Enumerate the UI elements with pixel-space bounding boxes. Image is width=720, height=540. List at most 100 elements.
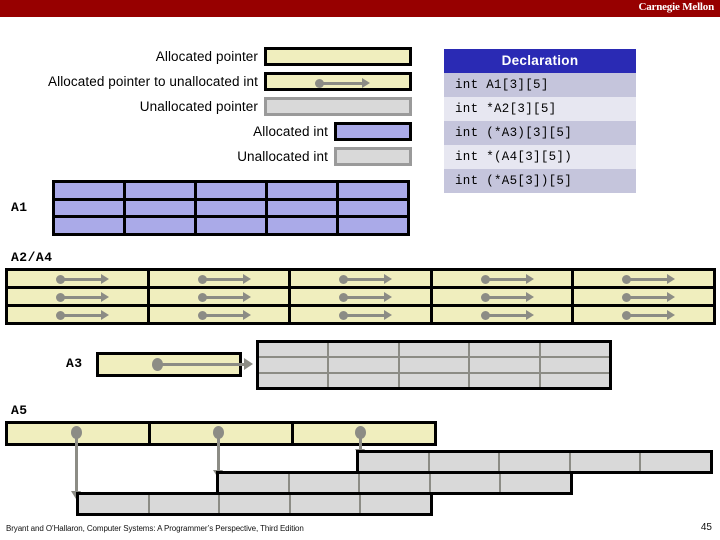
arrow-head-icon xyxy=(667,274,676,284)
a5-target-cell xyxy=(219,474,288,492)
a3-target-cell xyxy=(259,343,328,357)
arrow-head-icon xyxy=(525,274,534,284)
pointer-line-icon xyxy=(347,313,386,317)
arrow-head-icon xyxy=(242,292,251,302)
pointer-arrow-icon xyxy=(480,274,534,284)
a5-pointer-dot-icon xyxy=(213,426,224,439)
pointer-arrow-icon xyxy=(339,274,393,284)
a1-cell xyxy=(268,183,336,198)
pointer-arrow-icon xyxy=(622,292,676,302)
pointer-line-icon xyxy=(630,277,669,281)
a1-cell xyxy=(55,218,123,233)
a2-a4-pointer-cell xyxy=(149,307,289,322)
a1-cell xyxy=(339,218,407,233)
a5-target-cell xyxy=(149,495,219,513)
arrow-head-icon xyxy=(525,292,534,302)
a5-target-cell xyxy=(290,495,360,513)
top-banner xyxy=(0,0,720,17)
pointer-line-icon xyxy=(488,277,527,281)
a2-a4-pointer-cell xyxy=(574,289,713,304)
a3-target-cell xyxy=(470,358,539,372)
pointer-line-icon xyxy=(205,313,244,317)
pointer-line-icon xyxy=(205,277,244,281)
a5-connector-line-icon xyxy=(217,436,220,473)
pointer-arrow-icon xyxy=(622,274,676,284)
pointer-arrow-icon xyxy=(56,274,109,284)
pointer-arrow-icon xyxy=(56,292,109,302)
legend: Allocated pointer Allocated pointer to u… xyxy=(0,44,412,169)
a1-cell xyxy=(126,183,194,198)
pointer-arrow-icon xyxy=(197,274,251,284)
a5-target-cell xyxy=(641,453,710,471)
a2-a4-pointer-cell xyxy=(8,289,147,304)
arrow-head-icon xyxy=(667,292,676,302)
legend-item-unallocated-pointer: Unallocated pointer xyxy=(0,94,412,119)
diagram-a5-target-row xyxy=(216,471,573,495)
pointer-arrow-icon xyxy=(480,292,534,302)
a5-target-cell xyxy=(500,453,569,471)
a3-target-cell xyxy=(329,373,398,387)
arrow-head-icon xyxy=(101,292,109,302)
pointer-arrow-icon xyxy=(480,310,534,320)
a5-target-cell xyxy=(360,474,429,492)
a1-cell xyxy=(339,183,407,198)
pointer-dot-icon xyxy=(622,310,632,320)
pointer-arrow-icon xyxy=(56,310,109,320)
a5-target-cell xyxy=(289,474,359,492)
pointer-dot-icon xyxy=(315,78,324,88)
a2-a4-pointer-cell xyxy=(149,271,289,286)
pointer-line-icon xyxy=(205,295,244,299)
pointer-line-icon xyxy=(323,81,363,85)
diagram-label-a5: A5 xyxy=(11,403,28,418)
legend-swatch-unallocated-pointer xyxy=(264,97,412,116)
a1-cell xyxy=(55,200,123,216)
pointer-arrow-icon xyxy=(315,78,370,88)
a5-connector-line-icon xyxy=(75,436,78,494)
declaration-table: Declaration int A1[3][5] int *A2[3][5] i… xyxy=(444,49,636,193)
declaration-table-header: Declaration xyxy=(444,49,636,73)
arrow-head-icon xyxy=(242,274,251,284)
a3-target-cell xyxy=(470,343,539,357)
diagram-a1-grid xyxy=(52,180,410,236)
footer-page-number: 45 xyxy=(700,522,712,533)
pointer-line-icon xyxy=(488,295,527,299)
pointer-dot-icon xyxy=(480,310,490,320)
a2-a4-pointer-cell xyxy=(432,271,572,286)
arrow-head-icon xyxy=(242,310,251,320)
diagram-label-a1: A1 xyxy=(11,200,28,215)
a2-a4-pointer-cell xyxy=(291,271,430,286)
a3-pointer-dot-icon xyxy=(152,358,163,371)
a3-target-cell xyxy=(399,358,469,372)
a3-target-cell xyxy=(259,358,328,372)
pointer-dot-icon xyxy=(480,292,490,302)
a2-a4-pointer-cell xyxy=(432,307,572,322)
legend-item-allocated-pointer: Allocated pointer xyxy=(0,44,412,69)
pointer-arrow-icon xyxy=(197,310,251,320)
pointer-dot-icon xyxy=(339,310,349,320)
pointer-dot-icon xyxy=(622,292,632,302)
legend-item-allocated-int: Allocated int xyxy=(0,119,412,144)
a5-target-cell xyxy=(79,495,148,513)
a2-a4-pointer-cell xyxy=(8,307,147,322)
arrow-head-icon xyxy=(525,310,534,320)
a2-a4-pointer-cell xyxy=(149,289,289,304)
arrow-head-icon xyxy=(362,78,370,88)
legend-swatch-allocated-pointer-to-unallocated-int xyxy=(264,72,412,91)
pointer-dot-icon xyxy=(622,274,632,284)
pointer-line-icon xyxy=(347,295,386,299)
legend-label: Unallocated pointer xyxy=(139,99,258,114)
a2-a4-pointer-cell xyxy=(8,271,147,286)
pointer-dot-icon xyxy=(197,274,207,284)
pointer-dot-icon xyxy=(339,292,349,302)
pointer-dot-icon xyxy=(56,292,65,302)
pointer-line-icon xyxy=(347,277,386,281)
legend-label: Unallocated int xyxy=(237,149,328,164)
pointer-dot-icon xyxy=(56,274,65,284)
pointer-dot-icon xyxy=(339,274,349,284)
a3-target-cell xyxy=(540,343,609,357)
institution-title: Carnegie Mellon xyxy=(638,1,714,13)
a5-connector-line-icon xyxy=(359,436,362,452)
declaration-row-a5: int (*A5[3])[5] xyxy=(444,169,636,193)
arrow-head-icon xyxy=(101,310,109,320)
